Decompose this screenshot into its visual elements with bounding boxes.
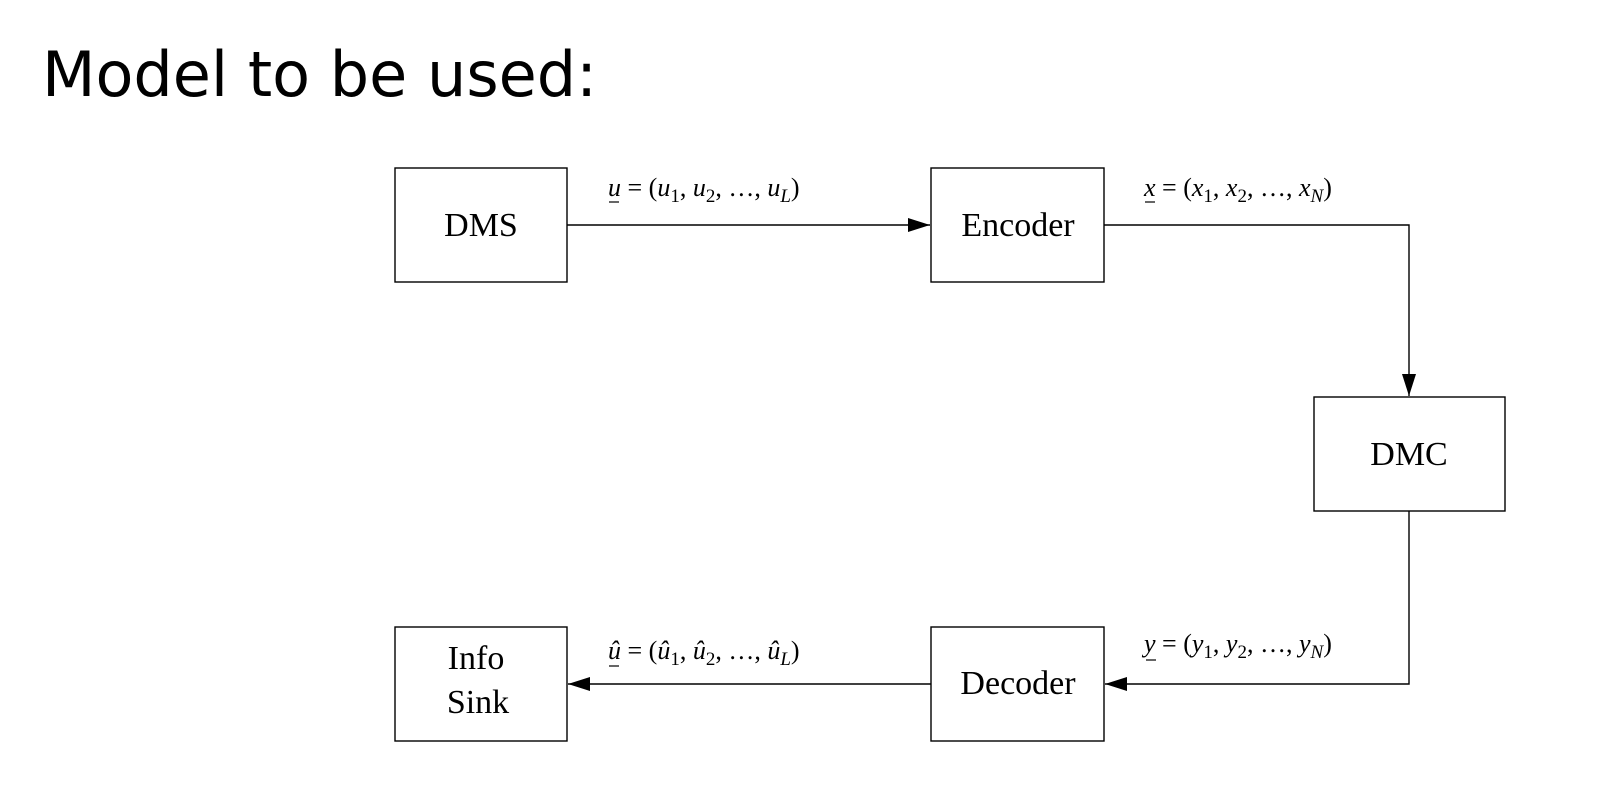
signal-u-label: u = (u1, u2, …, uL): [608, 173, 800, 207]
info-sink-label-line1: Info: [448, 640, 505, 677]
info-sink-block: Info Sink: [394, 626, 568, 742]
dmc-label: DMC: [1370, 436, 1447, 473]
decoder-label: Decoder: [960, 665, 1076, 702]
encoder-block: Encoder: [930, 167, 1105, 283]
signal-y-symbol: y: [1141, 629, 1156, 658]
svg-text:û = (û1, û2, …, ûL): û = (û1, û2, …, ûL): [608, 636, 800, 670]
dms-block: DMS: [394, 167, 568, 283]
svg-text:u = (u1, u2, …, uL): u = (u1, u2, …, uL): [608, 173, 800, 207]
decoder-block: Decoder: [930, 626, 1105, 742]
signal-y-label: y = (y1, y2, …, yN): [1141, 629, 1332, 663]
signal-u-hat-last-index: L: [779, 649, 791, 670]
dmc-block: DMC: [1313, 396, 1506, 512]
signal-u-last-index: L: [779, 186, 791, 207]
svg-text:y = (y1, y2, …, yN): y = (y1, y2, …, yN): [1141, 629, 1332, 663]
arrow-encoder-to-dmc: [1104, 224, 1416, 396]
info-sink-label-line2: Sink: [447, 684, 509, 721]
encoder-label: Encoder: [961, 207, 1075, 244]
page-title: Model to be used:: [42, 38, 598, 111]
signal-u-hat-symbol: û: [608, 636, 621, 665]
dms-label: DMS: [444, 207, 518, 244]
signal-x-label: x = (x1, x2, …, xN): [1143, 173, 1332, 207]
svg-text:x = (x1, x2, …, xN): x = (x1, x2, …, xN): [1143, 173, 1332, 207]
arrow-dmc-to-decoder: [1105, 511, 1410, 691]
signal-u-symbol: u: [608, 173, 621, 202]
signal-y-last-index: N: [1310, 642, 1325, 663]
signal-x-last-index: N: [1310, 186, 1325, 207]
signal-x-symbol: x: [1143, 173, 1156, 202]
signal-u-hat-label: û = (û1, û2, …, ûL): [608, 636, 800, 670]
